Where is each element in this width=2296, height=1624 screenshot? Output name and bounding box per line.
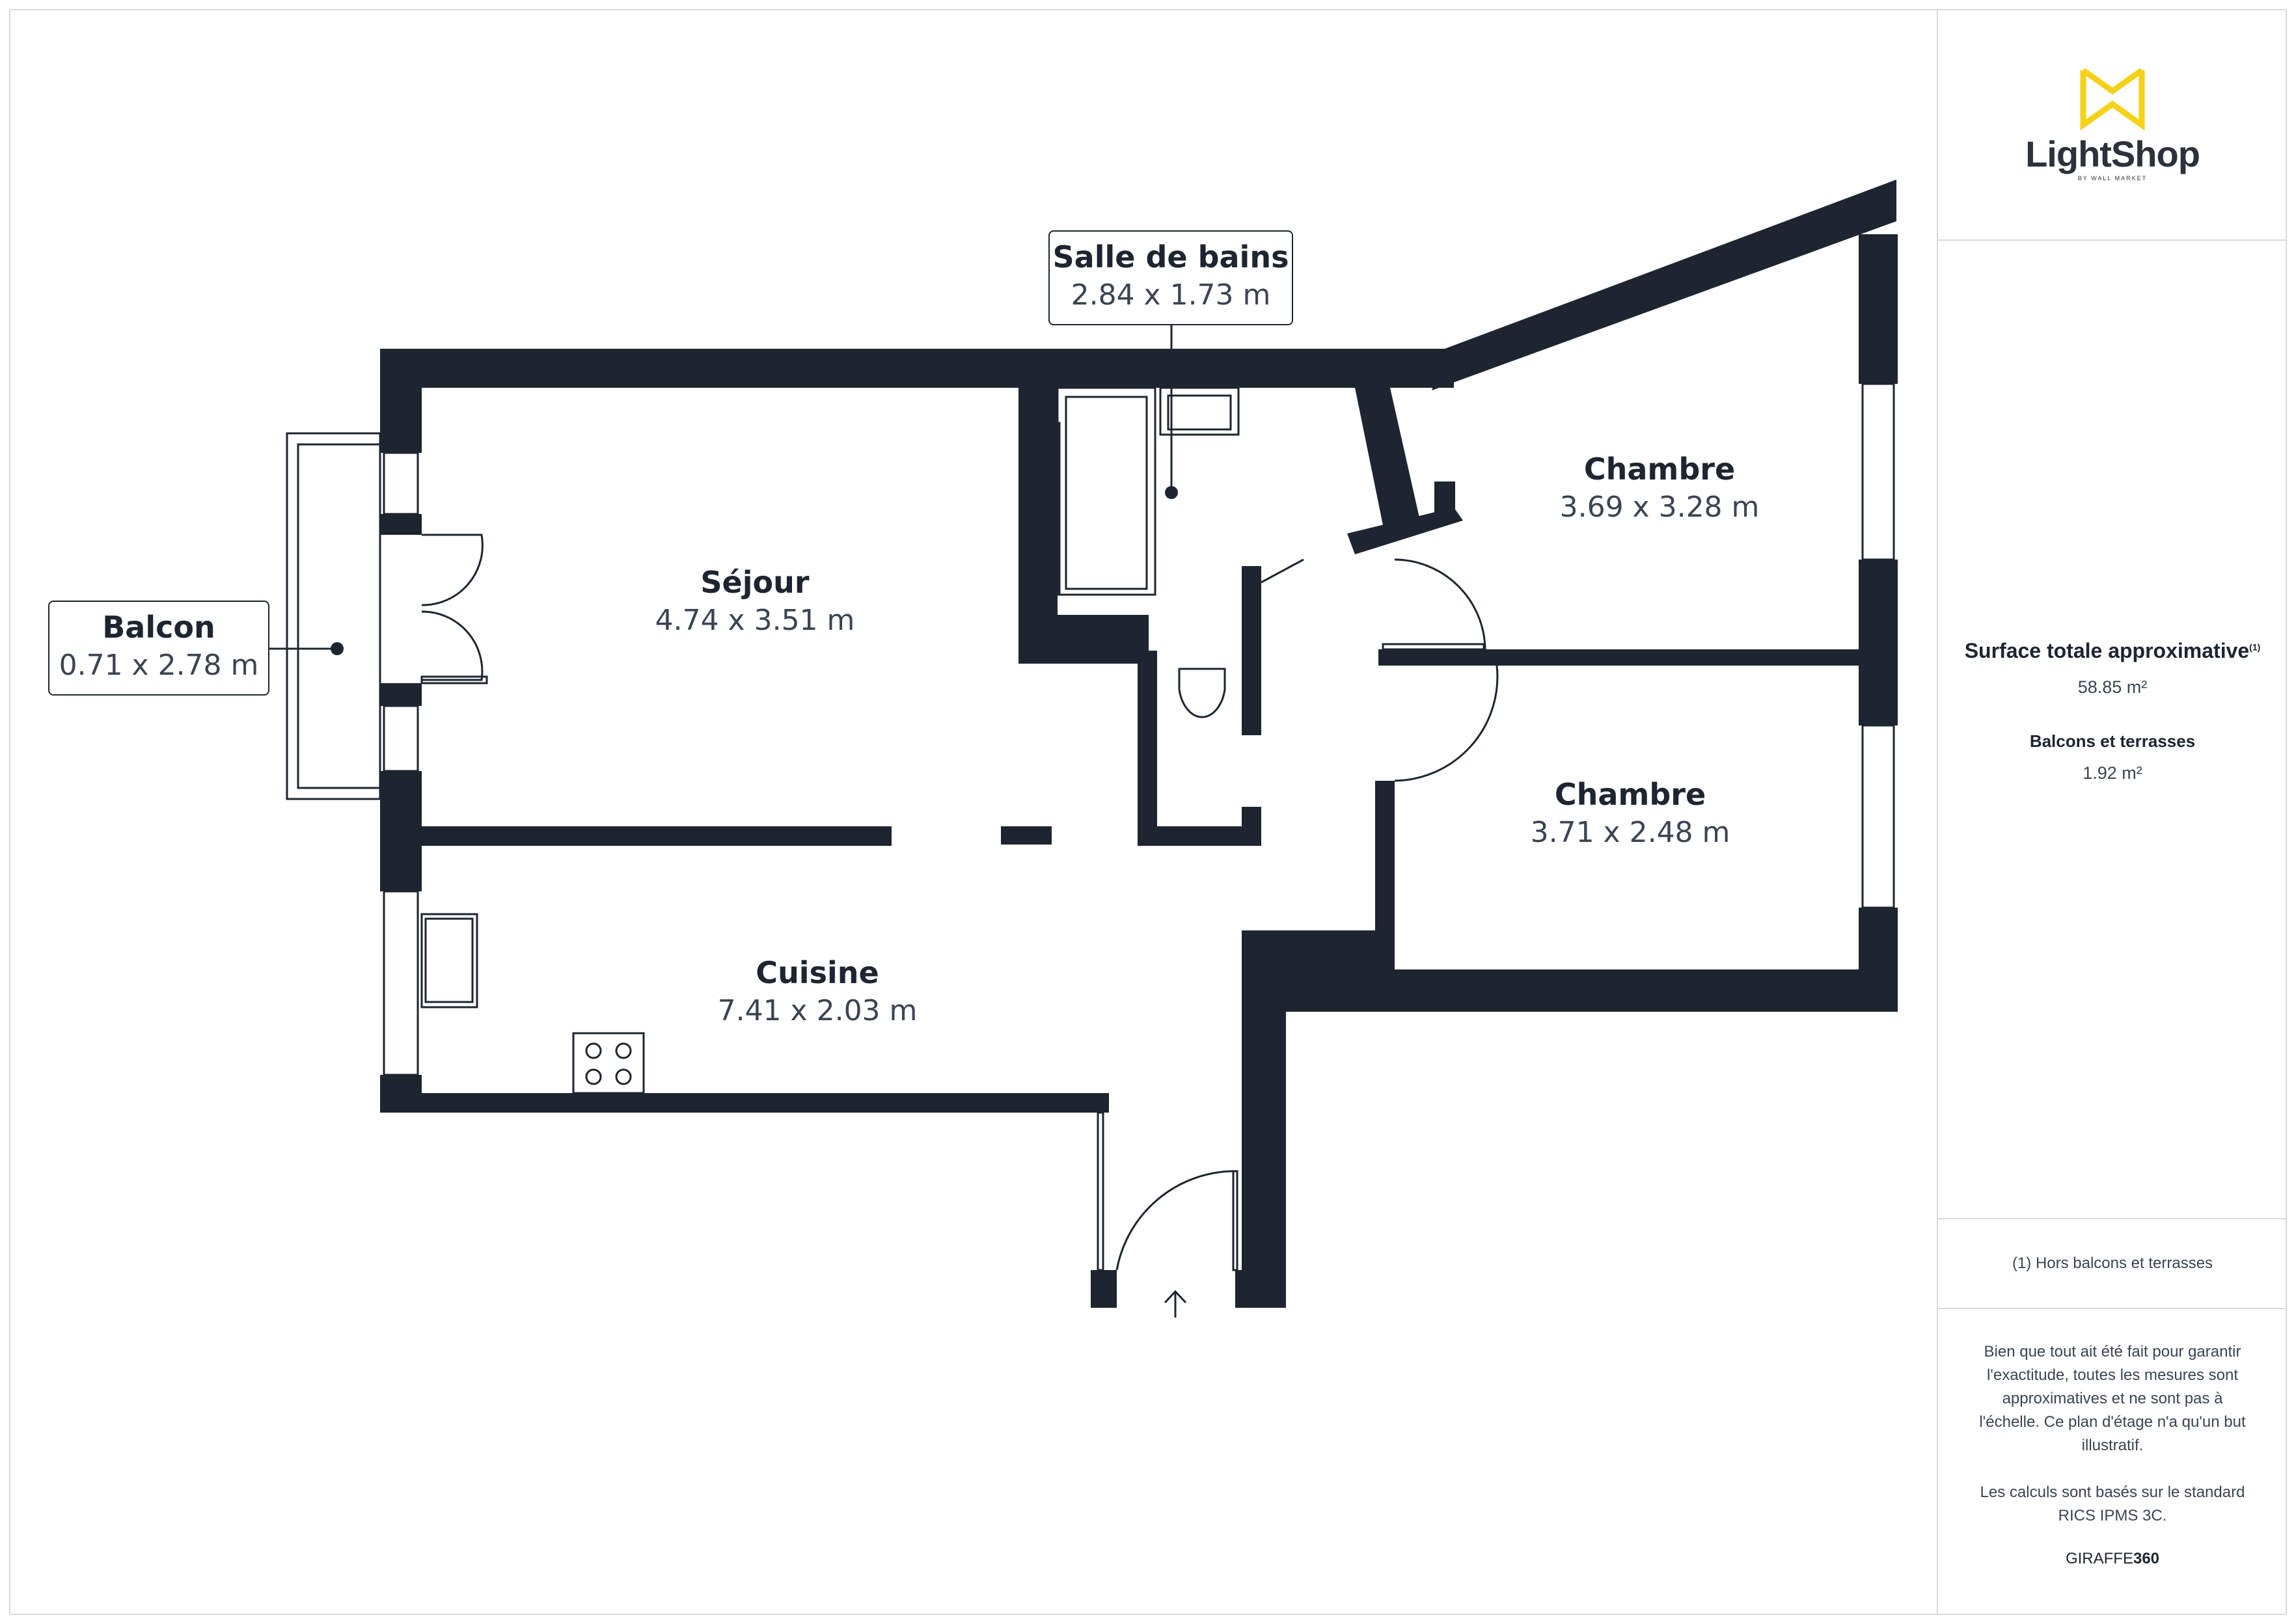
room-dims: 3.69 x 3.28 m (1559, 491, 1760, 524)
room-label-chambre-1: Chambre 3.69 x 3.28 m (1560, 452, 1760, 524)
room-name: Chambre (1583, 452, 1736, 487)
callout-dot (331, 642, 344, 655)
brand-name: LightShop (2025, 133, 2200, 174)
room-label-sejour: Séjour 4.74 x 3.51 m (655, 565, 855, 637)
room-name: Cuisine (756, 955, 879, 990)
doors (420, 534, 1499, 1271)
provider-credit: GIRAFFE360 (2065, 1550, 2160, 1567)
side-panel-divider (1937, 9, 1938, 1615)
area-summary: Surface totale approximative(1) 58.85 m²… (1938, 639, 2287, 783)
page-frame (9, 9, 2287, 1615)
fixtures (420, 386, 1240, 1094)
sink-icon (1159, 386, 1240, 436)
room-name: Balcon (102, 610, 215, 645)
sink-icon (420, 913, 478, 1008)
room-name: Chambre (1554, 777, 1706, 812)
room-label-salle-de-bains: Salle de bains 2.84 x 1.73 m (1048, 230, 1293, 325)
lightshop-logo-icon (2080, 68, 2145, 131)
brand-sub: BY WALL MARKET (2077, 175, 2148, 182)
entrance-arrow-icon (1164, 1290, 1187, 1318)
room-dims: 7.41 x 2.03 m (717, 994, 918, 1027)
toilet-icon (1178, 668, 1226, 718)
total-area-value: 58.85 m² (2077, 677, 2148, 697)
windows (383, 383, 1895, 1076)
panel-separator (1938, 239, 2287, 241)
balcony (286, 432, 381, 800)
room-name: Séjour (700, 565, 810, 600)
room-dims: 2.84 x 1.73 m (1071, 278, 1271, 312)
panel-separator (1938, 1308, 2287, 1309)
room-dims: 4.74 x 3.51 m (655, 604, 855, 637)
brand-logo: LightShop BY WALL MARKET (1938, 65, 2287, 182)
room-label-chambre-2: Chambre 3.71 x 2.48 m (1531, 777, 1730, 849)
room-dims: 3.71 x 2.48 m (1530, 816, 1730, 849)
bathtub-icon (1056, 386, 1156, 596)
room-label-balcon: Balcon 0.71 x 2.78 m (48, 601, 269, 696)
callout-leaders (269, 325, 1173, 650)
room-label-cuisine: Cuisine 7.41 x 2.03 m (718, 955, 918, 1027)
balcony-area-label: Balcons et terrasses (2029, 731, 2196, 751)
balcony-area-value: 1.92 m² (2083, 763, 2142, 783)
callout-dot (1165, 486, 1178, 499)
room-name: Salle de bains (1052, 239, 1289, 275)
stove-icon (572, 1032, 645, 1094)
footnote: (1) Hors balcons et terrasses (2012, 1254, 2213, 1272)
floor-plan (269, 180, 1898, 1318)
panel-separator (1938, 1218, 2287, 1219)
disclaimer: Bien que tout ait été fait pour garantir… (1938, 1340, 2287, 1571)
room-dims: 0.71 x 2.78 m (59, 649, 259, 682)
total-area-label: Surface totale approximative(1) (1964, 639, 2261, 662)
walls (380, 180, 1898, 1308)
